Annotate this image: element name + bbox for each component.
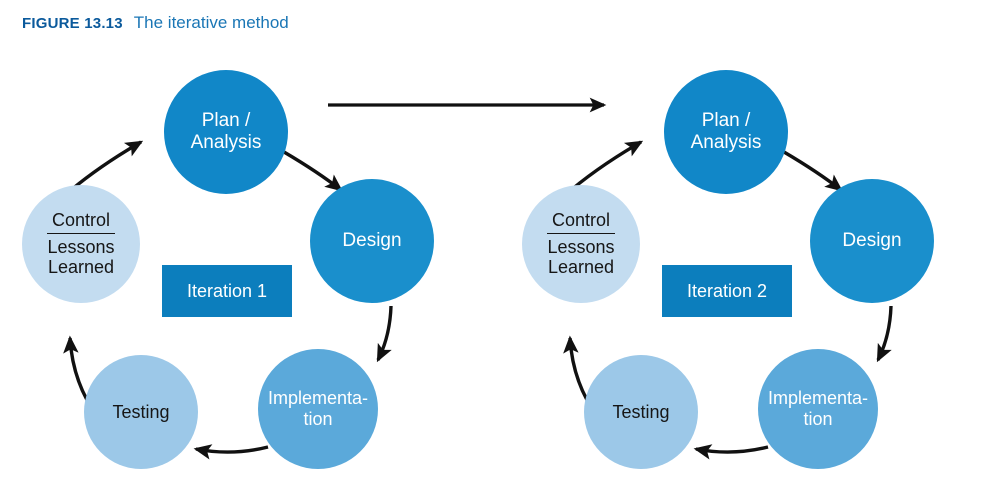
node-line-1: Implementa- <box>267 388 369 409</box>
node-control-lessons-learned-2[interactable]: Control Lessons Learned <box>522 185 640 303</box>
iteration-label-box-1: Iteration 1 <box>162 265 292 317</box>
node-plan-analysis-label-2: Plan / Analysis <box>687 110 766 153</box>
node-implementation-label-2: Implementa- tion <box>764 388 872 429</box>
node-implementation-2[interactable]: Implementa- tion <box>758 349 878 469</box>
arrow-implementation-to-testing-1 <box>193 444 269 460</box>
node-line-2: tion <box>803 409 833 429</box>
arrow-plan-to-design-1 <box>283 150 343 192</box>
node-control-lessons-learned-1[interactable]: Control Lessons Learned <box>22 185 140 303</box>
figure-header: FIGURE 13.13 The iterative method <box>22 13 289 33</box>
node-implementation-label-1: Implementa- tion <box>264 388 372 429</box>
node-line-3: Learned <box>47 257 115 278</box>
node-testing-label-2: Testing <box>612 401 670 422</box>
arrow-design-to-implementation-2 <box>876 305 893 363</box>
iteration-cycle-2: Plan / Analysis Design Implementa- tion … <box>500 0 980 485</box>
node-line-2: Lessons <box>47 236 115 257</box>
node-line-2: Lessons <box>547 236 615 257</box>
node-line-1: Implementa- <box>767 388 869 409</box>
node-design-1[interactable]: Design <box>310 179 434 303</box>
figure-title: The iterative method <box>133 13 289 32</box>
iteration-label-text-2: Iteration 2 <box>686 280 768 301</box>
iteration-label-box-2: Iteration 2 <box>662 265 792 317</box>
node-line-1: Plan / <box>701 110 751 132</box>
node-testing-2[interactable]: Testing <box>584 355 698 469</box>
node-design-label-2: Design <box>842 230 902 252</box>
node-line-1: Control <box>547 210 615 234</box>
node-line-2: tion <box>303 409 333 429</box>
node-line-2: Analysis <box>190 132 262 153</box>
node-implementation-1[interactable]: Implementa- tion <box>258 349 378 469</box>
iteration-cycle-1: Plan / Analysis Design Implementa- tion … <box>0 0 480 485</box>
arrow-plan-to-design-2 <box>783 150 843 192</box>
node-plan-analysis-label-1: Plan / Analysis <box>187 110 266 153</box>
arrow-testing-to-control-1 <box>63 335 89 401</box>
node-line-3: Learned <box>547 257 615 278</box>
node-line-1: Plan / <box>201 110 251 132</box>
node-testing-1[interactable]: Testing <box>84 355 198 469</box>
node-design-label-1: Design <box>342 230 402 252</box>
figure-number-label: FIGURE 13.13 <box>22 15 123 32</box>
node-testing-label-1: Testing <box>112 401 170 422</box>
arrow-testing-to-control-2 <box>563 335 589 401</box>
node-line-2: Analysis <box>690 132 762 153</box>
node-design-2[interactable]: Design <box>810 179 934 303</box>
node-plan-analysis-2[interactable]: Plan / Analysis <box>664 70 788 194</box>
node-line-1: Control <box>47 210 115 234</box>
node-plan-analysis-1[interactable]: Plan / Analysis <box>164 70 288 194</box>
iteration-label-text-1: Iteration 1 <box>186 280 268 301</box>
arrow-design-to-implementation-1 <box>376 305 393 363</box>
node-control-label-1: Control Lessons Learned <box>43 210 118 278</box>
arrow-implementation-to-testing-2 <box>693 444 769 460</box>
node-control-label-2: Control Lessons Learned <box>543 210 618 278</box>
